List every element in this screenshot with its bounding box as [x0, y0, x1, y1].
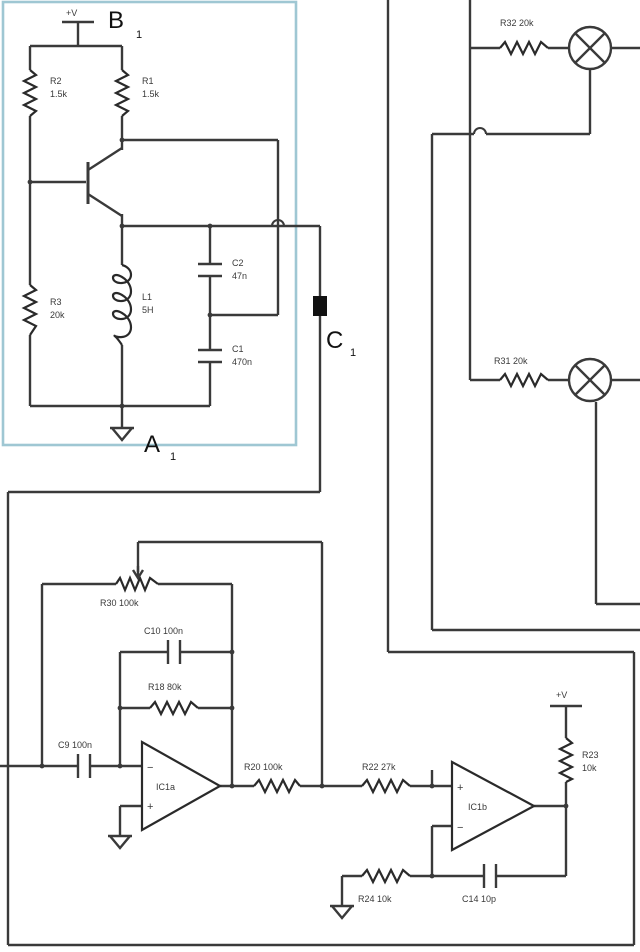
label-b-sub: 1 — [136, 29, 142, 41]
resistor-r18 — [149, 699, 199, 717]
lamp-bottom — [567, 357, 613, 403]
label-r32: R32 20k — [500, 18, 534, 28]
opamp-ic1a: − + — [140, 740, 223, 832]
label-r3-value: 20k — [50, 310, 65, 320]
capacitor-c2 — [198, 262, 222, 278]
svg-text:−: − — [147, 762, 153, 774]
label-a: A — [144, 431, 160, 458]
resistor-r23 — [557, 737, 575, 783]
capacitor-c10 — [166, 640, 182, 664]
resistor-r22 — [361, 777, 411, 795]
label-c10: C10 100n — [144, 626, 183, 636]
svg-text:+: + — [147, 801, 153, 813]
label-c1: C1 — [232, 344, 244, 354]
label-r2: R2 — [50, 76, 62, 86]
label-ic1b: IC1b — [468, 802, 487, 812]
vplus-label-right: +V — [556, 690, 567, 700]
label-r23: R23 — [582, 750, 599, 760]
lamp-top — [567, 25, 613, 71]
resistor-r32 — [499, 39, 549, 57]
inductor-l1 — [111, 263, 133, 346]
label-r20: R20 100k — [244, 762, 283, 772]
resistor-r2 — [21, 69, 39, 117]
ground-symbol-a1 — [110, 426, 134, 442]
label-r1-value: 1.5k — [142, 89, 160, 99]
label-a-sub: 1 — [170, 451, 176, 463]
lamp-network-wiring — [386, 0, 640, 945]
label-l1: L1 — [142, 292, 152, 302]
label-c2-value: 47n — [232, 271, 247, 281]
opamp-ic1b: + − — [450, 760, 537, 852]
resistor-r3 — [21, 284, 39, 336]
capacitor-c14 — [482, 864, 498, 888]
resistor-r1 — [113, 69, 131, 117]
label-c1-value: 470n — [232, 357, 252, 367]
label-c-sub: 1 — [350, 347, 356, 359]
label-c2: C2 — [232, 258, 244, 268]
label-ic1a: IC1a — [156, 782, 175, 792]
amplifier-wiring — [0, 490, 634, 947]
label-c: C — [326, 327, 343, 354]
label-r24: R24 10k — [358, 894, 392, 904]
label-b: B — [108, 7, 124, 34]
resistor-r31 — [499, 371, 549, 389]
label-r2-value: 1.5k — [50, 89, 68, 99]
label-r31: R31 20k — [494, 356, 528, 366]
label-c9: C9 100n — [58, 740, 92, 750]
potentiometer-r30 — [115, 575, 159, 593]
label-r30: R30 100k — [100, 598, 139, 608]
ground-symbol-r24 — [330, 904, 354, 920]
label-l1-value: 5H — [142, 305, 154, 315]
oscillator-block-frame — [1, 0, 298, 447]
capacitor-c9 — [76, 754, 92, 778]
oscillator-wiring — [28, 20, 322, 492]
label-r1: R1 — [142, 76, 154, 86]
svg-text:+: + — [457, 782, 463, 794]
label-r23-value: 10k — [582, 763, 597, 773]
resistor-r24 — [361, 867, 411, 885]
label-r3: R3 — [50, 297, 62, 307]
svg-text:−: − — [457, 822, 463, 834]
test-point-c1 — [313, 296, 327, 316]
label-r18: R18 80k — [148, 682, 182, 692]
label-r22: R22 27k — [362, 762, 396, 772]
ground-symbol-ic1a — [108, 834, 132, 850]
label-c14: C14 10p — [462, 894, 496, 904]
resistor-r20 — [253, 777, 301, 795]
vplus-label-top: +V — [66, 8, 77, 18]
capacitor-c1 — [198, 348, 222, 364]
